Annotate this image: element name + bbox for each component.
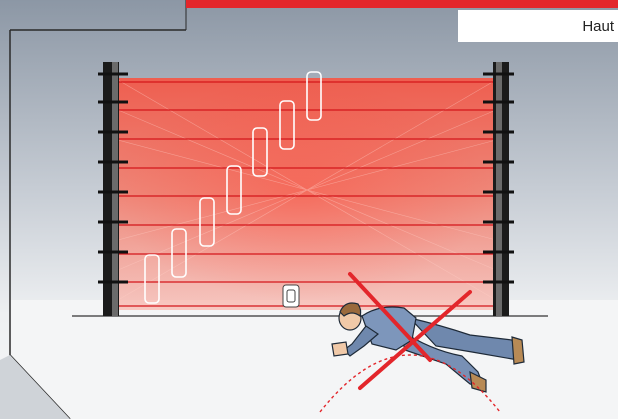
position-label: Haut (458, 10, 618, 42)
floor-area (10, 300, 618, 419)
beam-segment (144, 254, 160, 304)
sensor-marker (282, 284, 300, 308)
beam-segment (171, 228, 187, 278)
beam-segment (226, 165, 242, 215)
beam-segment (199, 197, 215, 247)
beam-segments (144, 71, 322, 304)
beam-segment (306, 71, 322, 121)
beam-segment (279, 100, 295, 150)
beam-segment (252, 127, 268, 177)
post-right (483, 62, 514, 316)
post-left (98, 62, 128, 316)
detection-arc (319, 354, 501, 413)
fallen-person (331, 302, 525, 393)
beam-field (110, 78, 497, 310)
cross-mark (348, 272, 472, 390)
position-label-text: Haut (582, 17, 614, 35)
header-accent-bar (186, 0, 618, 8)
